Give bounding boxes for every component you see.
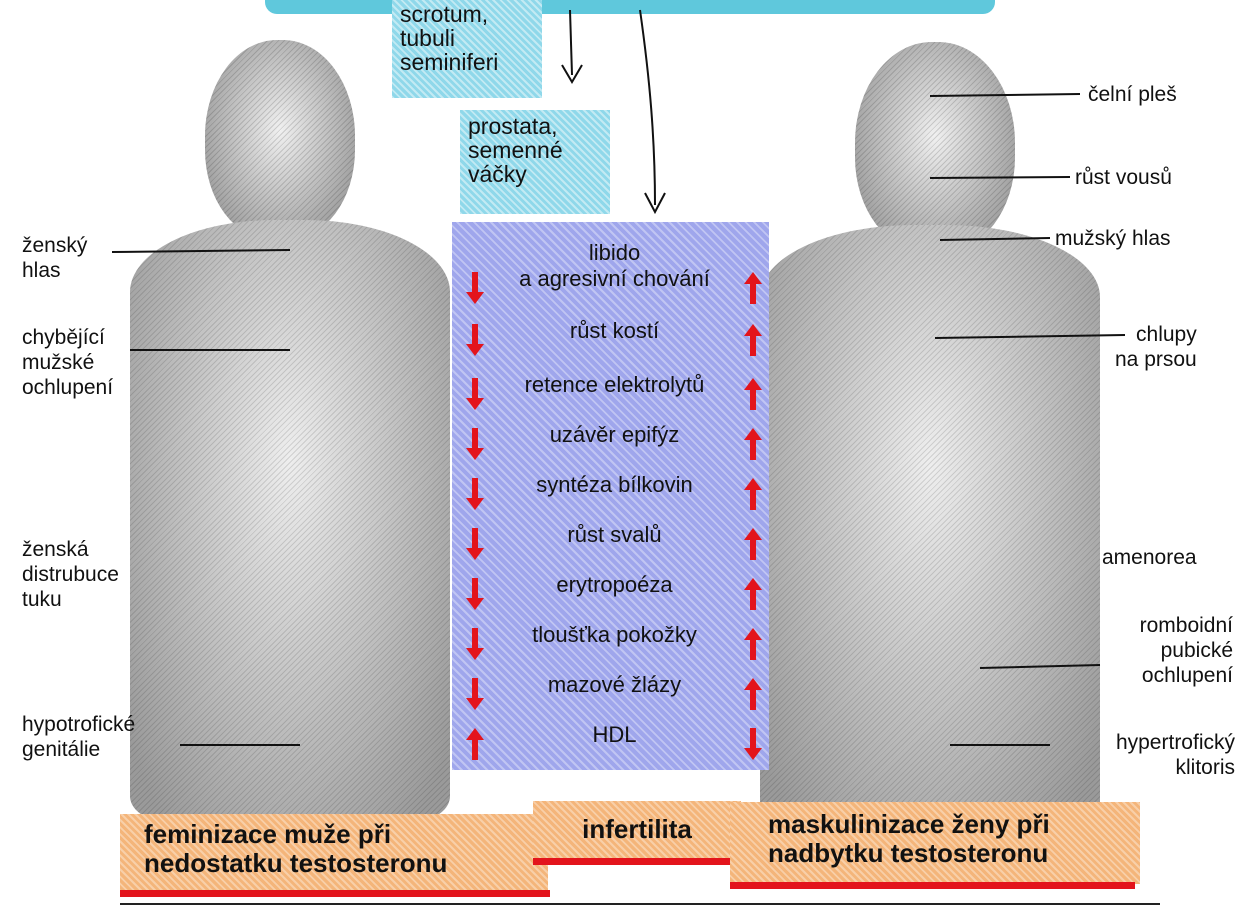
label-hypertrophic-clitoris: hypertrofický klitoris — [1060, 730, 1235, 780]
caption-left-underline — [120, 890, 550, 897]
label-hypotrophic-genitals: hypotrofické genitálie — [22, 712, 135, 762]
caption-male-feminization: feminizace muže při nedostatku testoster… — [120, 814, 548, 892]
label-frontal-baldness: čelní pleš — [1088, 82, 1177, 107]
caption-center-underline — [533, 858, 743, 865]
caption-right-underline — [730, 882, 1135, 889]
label-amenorrhea: amenorea — [1102, 545, 1197, 570]
bottom-rule — [120, 903, 1160, 905]
label-beard-growth: růst vousů — [1075, 165, 1172, 190]
caption-infertility: infertilita — [533, 801, 741, 859]
label-chest-hair: chlupy na prsou — [1115, 322, 1197, 372]
caption-female-masculinization: maskulinizace ženy při nadbytku testoste… — [730, 802, 1140, 884]
label-rhomboid-pubic-hair: romboidní pubické ochlupení — [1105, 613, 1233, 688]
label-male-voice: mužský hlas — [1055, 226, 1171, 251]
label-female-voice: ženský hlas — [22, 233, 87, 283]
label-missing-male-hair: chybějící mužské ochlupení — [22, 325, 113, 400]
label-female-fat-distribution: ženská distrubuce tuku — [22, 537, 119, 612]
